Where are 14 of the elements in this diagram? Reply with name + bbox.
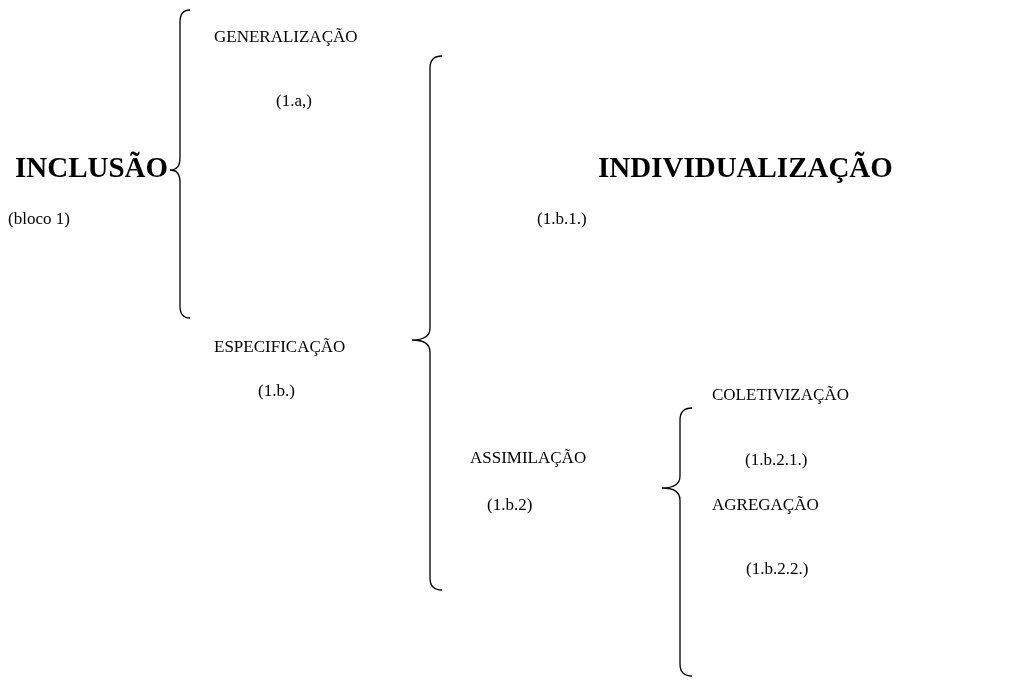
heading-text: INCLUSÃO	[15, 150, 169, 185]
label-text: COLETIVIZAÇÃO	[712, 384, 849, 406]
label-text: (1.a,)	[276, 90, 312, 112]
label-text: (bloco 1)	[8, 208, 70, 230]
label-text: (1.b.2)	[487, 494, 533, 516]
label-text: ESPECIFICAÇÃO	[214, 336, 346, 358]
heading-text: INDIVIDUALIZAÇÃO	[598, 150, 893, 185]
label-text: (1.b.)	[258, 380, 295, 402]
label-text: (1.b.2.2.)	[746, 558, 809, 580]
label-text: GENERALIZAÇÃO	[214, 26, 358, 48]
label-text: ASSIMILAÇÃO	[470, 447, 587, 469]
label-text: (1.b.2.1.)	[745, 449, 808, 471]
label-text: AGREGAÇÃO	[712, 494, 819, 516]
label-text: (1.b.1.)	[537, 208, 587, 230]
